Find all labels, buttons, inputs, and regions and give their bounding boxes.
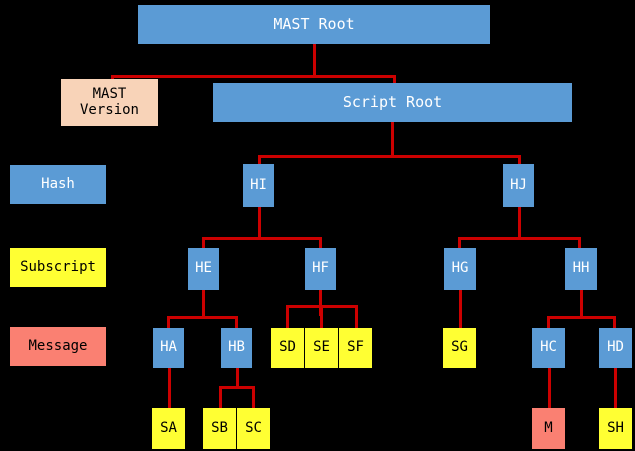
node-label-sg: SG	[451, 339, 468, 356]
node-label-m: M	[544, 419, 553, 436]
node-se: SE	[305, 328, 338, 368]
node-label-hd: HD	[607, 339, 624, 356]
node-script-root: Script Root	[213, 83, 572, 122]
edge-to-hd	[613, 316, 616, 329]
edge-hg-to-sg	[459, 288, 462, 329]
edge-script-root-bus	[258, 155, 520, 158]
node-label-se: SE	[313, 339, 330, 356]
edge-hd-to-sh	[614, 367, 617, 409]
legend-label-hash: Hash	[41, 175, 75, 192]
edge-to-hb	[235, 316, 238, 329]
node-label-ha: HA	[160, 339, 177, 356]
node-he: HE	[188, 248, 219, 290]
legend-item-subscript: Subscript	[10, 248, 106, 287]
node-sa: SA	[152, 408, 185, 449]
node-sc: SC	[237, 408, 270, 449]
node-label-hi: HI	[250, 176, 267, 193]
node-label-mast-root: MAST Root	[273, 15, 355, 34]
edge-hb-bus	[219, 386, 254, 389]
node-label-sf: SF	[347, 339, 364, 356]
edge-hc-to-m	[548, 367, 551, 409]
node-hi: HI	[243, 164, 274, 207]
node-hd: HD	[599, 328, 632, 368]
legend-item-hash: Hash	[10, 165, 106, 204]
edge-he-stem	[202, 288, 205, 316]
node-sf: SF	[339, 328, 372, 368]
edge-to-hc	[547, 316, 550, 329]
node-sg: SG	[443, 328, 476, 368]
node-label-script-root: Script Root	[342, 93, 443, 112]
node-label-hj: HJ	[510, 176, 527, 193]
node-label-sd: SD	[279, 339, 296, 356]
node-label-he: HE	[195, 260, 212, 277]
node-sh: SH	[599, 408, 632, 449]
node-mast-version: MAST Version	[61, 79, 158, 126]
edge-to-hf	[319, 237, 322, 249]
edge-to-se	[320, 305, 323, 329]
node-label-hh: HH	[572, 260, 590, 277]
edge-hi-stem	[258, 205, 261, 237]
node-label-sh: SH	[607, 419, 624, 436]
edge-mast-root-stem	[313, 43, 316, 75]
node-hj: HJ	[503, 164, 534, 207]
edge-hf-stem	[319, 288, 322, 316]
edge-hj-bus	[458, 237, 581, 240]
edge-to-script-root	[393, 75, 396, 83]
legend-label-subscript: Subscript	[20, 258, 96, 275]
node-label-hf: HF	[312, 260, 329, 277]
node-ha: HA	[153, 328, 184, 368]
node-hg: HG	[444, 248, 476, 290]
edge-to-he	[202, 237, 205, 249]
node-label-sb: SB	[211, 419, 228, 436]
node-hb: HB	[221, 328, 252, 368]
node-label-hb: HB	[228, 339, 245, 356]
edge-to-mast-version	[111, 75, 114, 81]
node-label-mast-version: MAST Version	[79, 85, 139, 118]
edge-hj-stem	[518, 205, 521, 237]
edge-to-sb	[219, 386, 222, 409]
edge-hi-bus	[202, 237, 322, 240]
node-label-sc: SC	[245, 419, 262, 436]
edge-to-sc	[252, 386, 255, 409]
edge-ha-to-sa	[168, 367, 171, 409]
edge-hh-stem	[580, 288, 583, 316]
node-hc: HC	[532, 328, 565, 368]
edge-to-hj	[518, 155, 521, 165]
node-label-hg: HG	[451, 260, 469, 277]
edge-to-hg	[458, 237, 461, 249]
edge-to-ha	[167, 316, 170, 329]
edge-hb-stem	[236, 367, 239, 389]
edge-to-hh	[578, 237, 581, 249]
node-mast-root: MAST Root	[138, 5, 490, 44]
legend-item-message: Message	[10, 327, 106, 366]
node-hf: HF	[305, 248, 336, 290]
edge-to-hi	[258, 155, 261, 165]
edge-to-sf	[355, 305, 358, 329]
edge-he-bus	[167, 316, 238, 319]
node-hh: HH	[565, 248, 597, 290]
edge-hh-bus	[547, 316, 616, 319]
node-sd: SD	[271, 328, 304, 368]
legend-label-message: Message	[28, 337, 88, 354]
edge-script-root-stem	[391, 122, 394, 155]
node-label-hc: HC	[540, 339, 557, 356]
edge-to-sd	[286, 305, 289, 329]
node-m: M	[532, 408, 565, 449]
edge-mast-root-bus	[111, 75, 396, 78]
node-label-sa: SA	[160, 419, 177, 436]
node-sb: SB	[203, 408, 236, 449]
